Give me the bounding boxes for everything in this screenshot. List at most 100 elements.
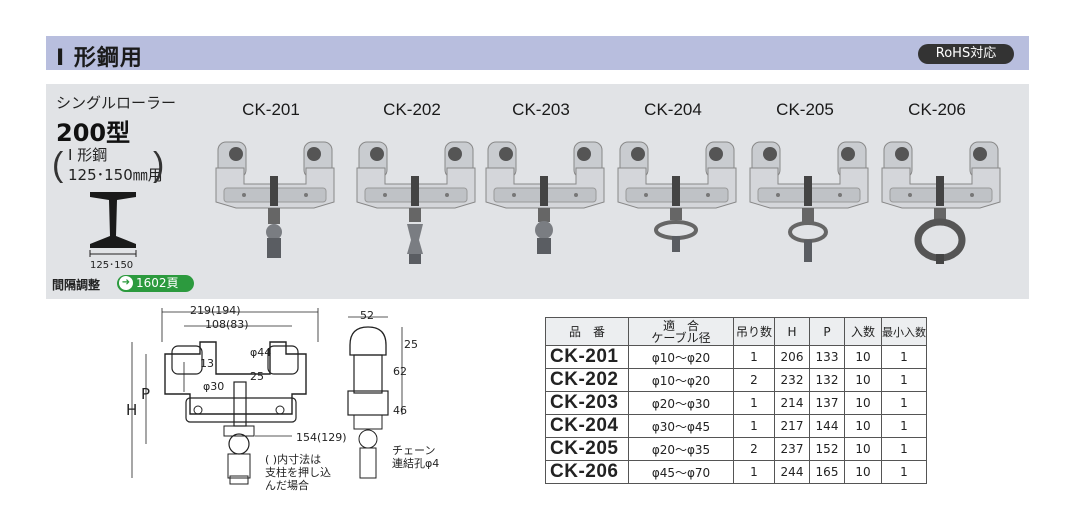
table-cell: 206 xyxy=(774,345,810,369)
dim-center: 108(83) xyxy=(205,318,249,331)
col-header-cable-2: ケーブル径 xyxy=(651,330,711,345)
model-label-ck-204: CK-204 xyxy=(644,100,702,119)
roller-image-ck-205 xyxy=(749,141,869,262)
adjust-label: 間隔調整 xyxy=(52,278,101,292)
beam-dimension: 125･150 xyxy=(90,260,134,271)
table-cell: φ30～φ45 xyxy=(628,414,734,438)
table-cell: 1 xyxy=(881,460,927,484)
product-spec: I 形鋼 125･150㎜用 xyxy=(60,145,163,185)
table-cell: 237 xyxy=(774,437,810,461)
dim-width: 219(194) xyxy=(190,304,241,317)
table-cell: 10 xyxy=(844,368,882,392)
table-cell: 217 xyxy=(774,414,810,438)
dim-phi30: φ30 xyxy=(203,380,225,393)
spec-paren-left: ( xyxy=(52,146,64,184)
section-header-bar xyxy=(46,36,1029,70)
table-cell: 1 xyxy=(733,460,775,484)
table-cell: 1 xyxy=(881,368,927,392)
roller-image-ck-202 xyxy=(356,141,476,264)
side-dim-62: 62 xyxy=(393,365,407,378)
table-header-row: 品 番 適 合 ケーブル径 吊り数 H P 入数 最小入数 xyxy=(545,317,927,346)
table-cell: 232 xyxy=(774,368,810,392)
front-view-drawing xyxy=(131,308,319,485)
side-dim-25: 25 xyxy=(404,338,418,351)
chain-note-line-1: チェーン xyxy=(392,444,436,457)
dim-P: P xyxy=(141,385,151,403)
spec-line-1: I 形鋼 xyxy=(68,146,108,164)
dim-25: 25 xyxy=(250,370,264,383)
dim-side: 154(129) xyxy=(296,431,347,444)
table-cell: 1 xyxy=(881,391,927,415)
side-dim-46: 46 xyxy=(393,404,407,417)
table-cell: 1 xyxy=(733,345,775,369)
roller-image-ck-203 xyxy=(485,141,605,254)
model-label-ck-202: CK-202 xyxy=(383,100,441,119)
model-label-ck-201: CK-201 xyxy=(242,100,300,119)
section-title: I 形鋼用 xyxy=(56,46,143,71)
dim-note-line-2: 支柱を押し込 xyxy=(265,466,331,479)
col-header-code: 品 番 xyxy=(545,317,629,346)
table-cell: 2 xyxy=(733,368,775,392)
roller-image-ck-201 xyxy=(215,141,335,258)
table-cell: CK-204 xyxy=(545,414,629,438)
table-cell: CK-201 xyxy=(545,345,629,369)
chain-note: チェーン 連結孔φ4 xyxy=(392,444,439,470)
dim-note-line-3: んだ場合 xyxy=(265,479,309,492)
col-header-qty: 入数 xyxy=(844,317,882,346)
model-label-ck-206: CK-206 xyxy=(908,100,966,119)
side-view-drawing xyxy=(347,316,403,479)
table-cell: φ10～φ20 xyxy=(628,368,734,392)
table-cell: 152 xyxy=(809,437,845,461)
table-cell: 1 xyxy=(881,345,927,369)
table-cell: 1 xyxy=(881,414,927,438)
dim-note: ( )内寸法は 支柱を押し込 んだ場合 xyxy=(265,453,331,492)
roller-image-ck-206 xyxy=(881,141,1001,264)
table-cell: 214 xyxy=(774,391,810,415)
side-dim-52: 52 xyxy=(360,309,374,322)
dim-note-line-1: ( )内寸法は xyxy=(265,453,322,466)
table-cell: 10 xyxy=(844,391,882,415)
adjust-page-link[interactable]: ➜1602頁 xyxy=(117,275,194,292)
table-cell: CK-202 xyxy=(545,368,629,392)
product-model: 200型 xyxy=(56,119,131,147)
table-cell: CK-206 xyxy=(545,460,629,484)
table-cell: 1 xyxy=(881,437,927,461)
table-cell: 1 xyxy=(733,391,775,415)
table-cell: φ10～φ20 xyxy=(628,345,734,369)
table-cell: 10 xyxy=(844,414,882,438)
table-cell: 1 xyxy=(733,414,775,438)
table-cell: φ20～φ30 xyxy=(628,391,734,415)
table-cell: 10 xyxy=(844,460,882,484)
table-cell: 10 xyxy=(844,437,882,461)
table-cell: 10 xyxy=(844,345,882,369)
chain-note-line-2: 連結孔φ4 xyxy=(392,457,440,470)
model-label-ck-205: CK-205 xyxy=(776,100,834,119)
model-label-ck-203: CK-203 xyxy=(512,100,570,119)
roller-image-ck-204 xyxy=(617,141,737,252)
table-cell: 132 xyxy=(809,368,845,392)
spec-paren-right: ) xyxy=(153,146,165,184)
dim-13: 13 xyxy=(200,357,214,370)
table-cell: 165 xyxy=(809,460,845,484)
table-cell: 244 xyxy=(774,460,810,484)
col-header-cable: 適 合 ケーブル径 xyxy=(628,317,734,346)
dim-H: H xyxy=(126,401,138,419)
adjust-page-ref: 1602頁 xyxy=(136,276,179,290)
col-header-cable-1: 適 合 xyxy=(662,318,699,333)
table-cell: CK-203 xyxy=(545,391,629,415)
col-header-P: P xyxy=(809,317,845,346)
col-header-hang: 吊り数 xyxy=(733,317,775,346)
table-cell: 144 xyxy=(809,414,845,438)
col-header-H: H xyxy=(774,317,810,346)
col-header-minqty: 最小入数 xyxy=(881,317,927,346)
table-cell: 2 xyxy=(733,437,775,461)
arrow-right-icon: ➜ xyxy=(119,276,133,290)
